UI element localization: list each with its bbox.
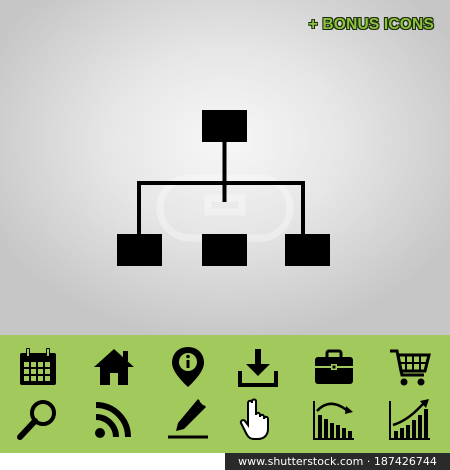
pointer-hand-icon — [236, 397, 280, 441]
pencil-sign-icon — [166, 397, 210, 441]
home-icon — [92, 345, 136, 389]
growth-bar-chart-icon — [388, 397, 432, 441]
magnifier-icon — [16, 397, 60, 441]
hierarchy-stem — [222, 142, 227, 202]
bonus-icons-band — [0, 335, 450, 453]
declining-bar-chart-icon — [312, 397, 356, 441]
hierarchy-branch-line — [137, 181, 305, 185]
map-pin-info-icon — [166, 345, 210, 389]
hierarchy-left-connector — [137, 181, 141, 235]
briefcase-icon — [312, 345, 356, 389]
watermark-logo — [156, 174, 294, 242]
bonus-icons-label: + BONUS ICONS — [308, 16, 434, 33]
hierarchy-left-node — [117, 234, 162, 266]
hierarchy-top-node — [202, 110, 247, 142]
hierarchy-right-node — [285, 234, 330, 266]
hierarchy-middle-node — [202, 234, 247, 266]
rss-feed-icon — [92, 397, 136, 441]
shopping-cart-icon — [388, 345, 432, 389]
hierarchy-right-connector — [301, 181, 305, 235]
hierarchy-icon — [117, 110, 330, 266]
download-icon — [236, 345, 280, 389]
footer-bar: www.shutterstock.com · 187426744 — [0, 453, 450, 470]
stock-watermark-text: www.shutterstock.com · 187426744 — [225, 453, 450, 470]
main-icon-area: + BONUS ICONS — [0, 0, 450, 335]
calendar-icon — [16, 345, 60, 389]
